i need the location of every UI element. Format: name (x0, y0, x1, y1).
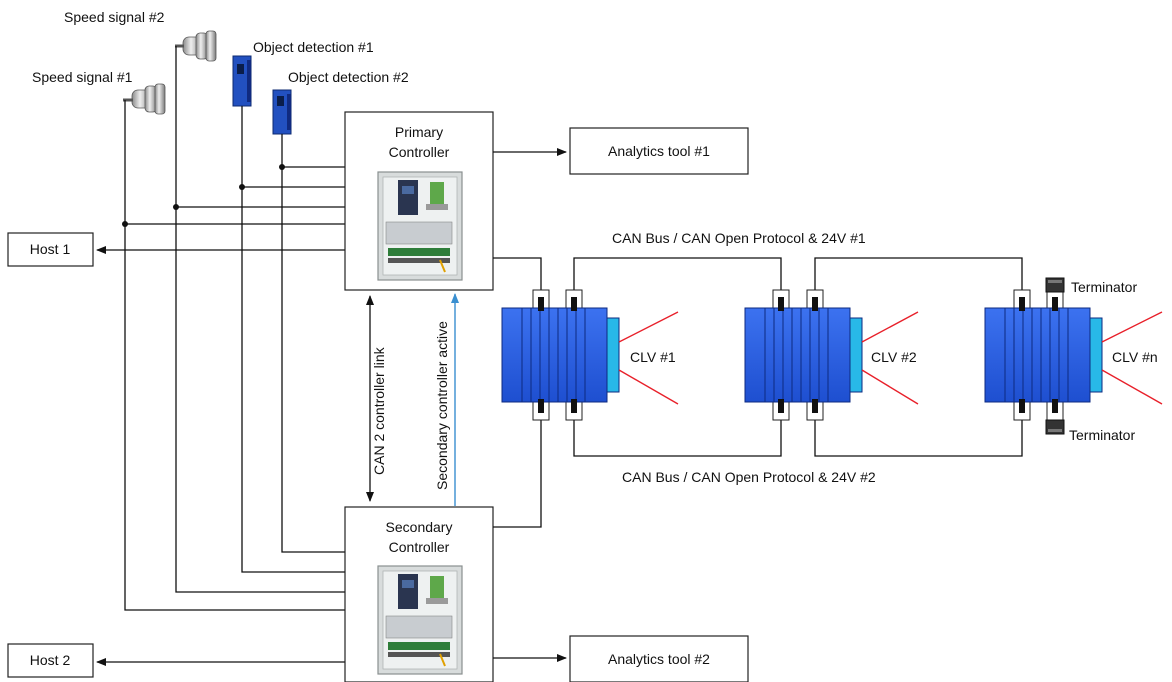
primary-controller-title-1: Primary (395, 124, 443, 140)
speed-signal-2-label: Speed signal #2 (64, 9, 165, 25)
terminator-top-label: Terminator (1071, 279, 1137, 295)
clv-2-label: CLV #2 (871, 349, 917, 365)
speed-signal-1-label: Speed signal #1 (32, 69, 133, 85)
secondary-controller-title-1: Secondary (386, 519, 453, 535)
clv-n-label: CLV #n (1112, 349, 1158, 365)
sensor-wiring (122, 46, 345, 610)
primary-controller-title-2: Controller (389, 144, 450, 160)
clv-1-label: CLV #1 (630, 349, 676, 365)
analytics-tool-1: Analytics tool #1 (570, 128, 748, 174)
terminator-bottom (1046, 420, 1064, 434)
object-detection-1-sensor (233, 56, 251, 106)
can-bus-2-label: CAN Bus / CAN Open Protocol & 24V #2 (622, 469, 876, 485)
secondary-controller: Secondary Controller (345, 507, 493, 682)
terminator-bottom-label: Terminator (1069, 427, 1135, 443)
analytics-tool-2: Analytics tool #2 (570, 636, 748, 682)
host-1: Host 1 (8, 233, 93, 266)
speed-signal-1-encoder (123, 84, 165, 114)
object-detection-2-label: Object detection #2 (288, 69, 409, 85)
host-1-label: Host 1 (30, 241, 71, 257)
host-2: Host 2 (8, 644, 93, 677)
can2-controller-link-label: CAN 2 controller link (371, 346, 387, 475)
secondary-controller-title-2: Controller (389, 539, 450, 555)
analytics-tool-2-label: Analytics tool #2 (608, 651, 710, 667)
speed-signal-2-encoder (175, 31, 216, 61)
host-2-label: Host 2 (30, 652, 71, 668)
terminator-top (1046, 278, 1064, 292)
controller-cabinet-image (378, 566, 462, 674)
secondary-controller-active-label: Secondary controller active (434, 321, 450, 490)
object-detection-2-sensor (273, 90, 291, 134)
can-bus-1-label: CAN Bus / CAN Open Protocol & 24V #1 (612, 230, 866, 246)
object-detection-1-label: Object detection #1 (253, 39, 374, 55)
primary-controller: Primary Controller (345, 112, 493, 290)
controller-cabinet-image (378, 172, 462, 280)
analytics-tool-1-label: Analytics tool #1 (608, 143, 710, 159)
